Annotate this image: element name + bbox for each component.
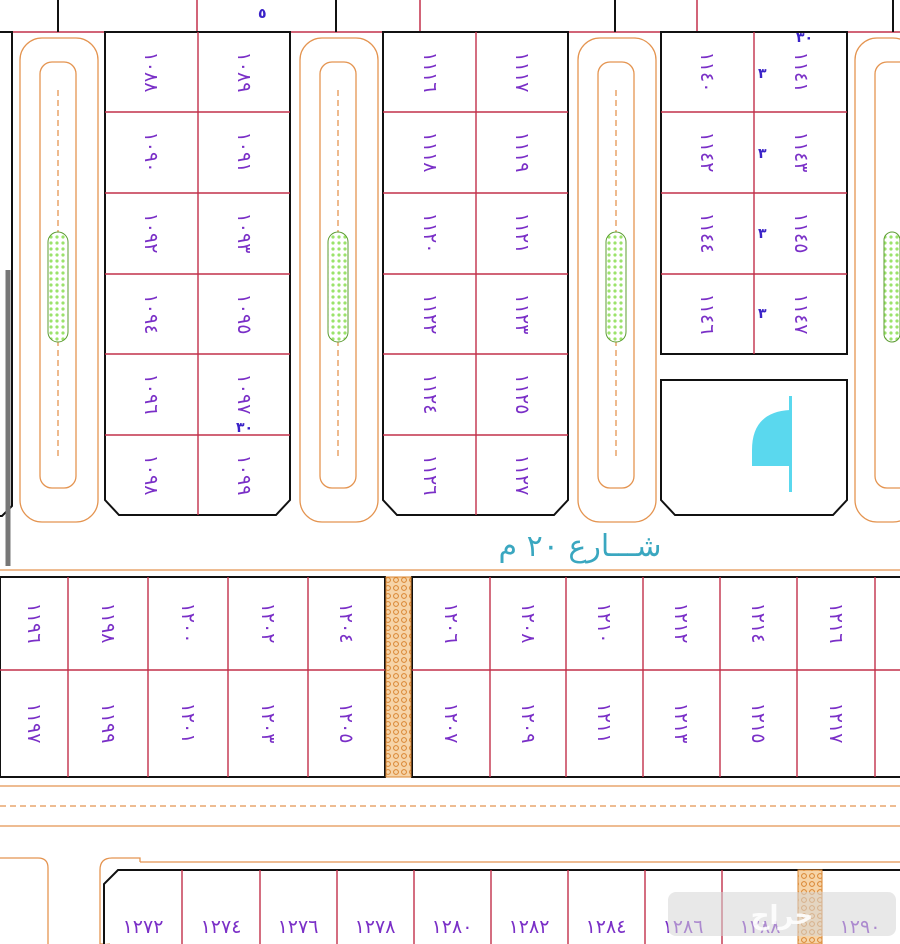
- plot-number: ١٢٨٢: [509, 916, 550, 938]
- plot-number: ١٢٨٠: [432, 916, 473, 938]
- park-3: [605, 231, 627, 343]
- plot-number: ١١٢٥: [511, 374, 533, 415]
- plot-number: ١٢١٧: [825, 703, 847, 744]
- plot-number: ١١٢١: [511, 213, 533, 254]
- plot-number: ١٢١١: [593, 703, 615, 744]
- plot-number: ١٠٩٠: [140, 132, 162, 173]
- plot-number: ١٠٩٢: [140, 213, 162, 254]
- plot-number: ١٢١٥: [747, 703, 769, 744]
- plot-number: ١٠٨٩: [233, 52, 255, 93]
- plot-number: ١٢٠٥: [335, 703, 357, 744]
- main-street: شـــارع ٢٠ م: [0, 529, 900, 571]
- plot-number: ١٢١٦: [825, 603, 847, 644]
- street-name: شـــارع ٢٠ م: [499, 529, 662, 564]
- plot-number: ١٢٠٧: [440, 703, 462, 744]
- walkway: [385, 576, 412, 778]
- block-b: ١١١٦ ١١١٨ ١١٢٠ ١١٢٢ ١١٢٤ ١١٢٦ ١١١٧ ١١١٩ ١١٢١ ١١٢…: [382, 31, 569, 516]
- plot-number: ١١٢٢: [419, 294, 441, 335]
- plot-number: ١٢١٢: [670, 603, 692, 644]
- plot-number: ١٢٧٢: [123, 916, 164, 938]
- plot-number: ١٢١٤: [747, 603, 769, 644]
- plot-number: ١٢٧٨: [355, 916, 396, 938]
- small-labels: ٣ ٣ ٣ ٣ ٣٠ ٣٠ ٥: [236, 6, 813, 436]
- plot-number: ١٠٩٣: [233, 213, 255, 254]
- plot-number: ١١١٩: [511, 132, 533, 173]
- park-1: [47, 231, 69, 343]
- plot-number: ١٠٩٤: [140, 294, 162, 335]
- plot-number: ١٢٠٣: [257, 703, 279, 744]
- plot-number: ١١٤٦: [696, 294, 718, 335]
- plot-number: ١١٢٤: [419, 374, 441, 415]
- top-strip: [0, 0, 900, 33]
- plot-number: ١٢٠٩: [517, 703, 539, 744]
- plot-number: ١٢٧٤: [201, 916, 242, 938]
- plot-number: ١١١٧: [511, 52, 533, 93]
- plot-number: ١١٤٥: [790, 213, 812, 254]
- plot-number: ١٠٩٨: [140, 455, 162, 496]
- plot-number: ١١٤٤: [696, 213, 718, 254]
- block-c: ١١٤٠ ١١٤٢ ١١٤٤ ١١٤٦ ١١٤١ ١١٤٣ ١١٤٥ ١١٤٧: [660, 31, 848, 355]
- plot-number: ١٢٨٤: [586, 916, 627, 938]
- plot-number: ١١٢٣: [511, 294, 533, 335]
- block-a: ١٠٨٨ ١٠٩٠ ١٠٩٢ ١٠٩٤ ١٠٩٦ ١٠٩٨ ١٠٨٩ ١٠٩١ ١٠٩٣ ١٠٩…: [104, 31, 291, 516]
- small-label: ٣٠: [236, 420, 253, 436]
- plot-number: ١١٩٩: [97, 703, 119, 744]
- park-2: [327, 231, 349, 343]
- plot-number: ١٢١٠: [593, 603, 615, 644]
- plot-number: ١٢٠٨: [517, 603, 539, 644]
- park-4: [883, 231, 900, 343]
- plot-number: ١٢٠١: [177, 703, 199, 744]
- mosque-icon: [722, 396, 792, 492]
- mosque-block: [660, 379, 848, 516]
- small-label: ٣: [758, 146, 767, 162]
- plot-number: ١٢٧٦: [278, 916, 319, 938]
- watermark: حراج: [668, 892, 896, 936]
- top-strip-border: [57, 0, 894, 32]
- plot-number: ١٢٠٢: [257, 603, 279, 644]
- plot-number: ١١٤٧: [790, 294, 812, 335]
- left-block: [0, 31, 13, 566]
- plot-number: ١٠٩١: [233, 132, 255, 173]
- small-label: ٣: [758, 226, 767, 242]
- plot-number: ١١٤١: [790, 52, 812, 93]
- plot-number: ١٢٠٠: [177, 603, 199, 644]
- small-label: ٣٠: [796, 30, 813, 46]
- plot-number: ١١٩٦: [23, 603, 45, 644]
- watermark-text: حراج: [751, 901, 814, 931]
- plot-number: ١١٢٦: [419, 455, 441, 496]
- plot-number: ١٠٩٩: [233, 455, 255, 496]
- plot-number: ١١٩٧: [23, 703, 45, 744]
- plot-number: ١١٢٧: [511, 455, 533, 496]
- plot-number: ١١٤٠: [696, 52, 718, 93]
- plot-number: ١٠٨٨: [140, 52, 162, 93]
- small-label: ٣: [758, 306, 767, 322]
- plot-number: ١٠٩٦: [140, 374, 162, 415]
- plot-number: ١١٤٢: [696, 132, 718, 173]
- plot-number: ١١١٦: [419, 52, 441, 93]
- small-label: ٥: [258, 6, 267, 22]
- plot-number: ١١٢٠: [419, 213, 441, 254]
- middle-strip: ١١٩٦ ١١٩٨ ١٢٠٠ ١٢٠٢ ١٢٠٤ ١٢٠٦ ١٢٠٨ ١٢١٠ ١٢١٢ ١٢١٤…: [0, 576, 900, 778]
- plot-number: ١٢١٣: [670, 703, 692, 744]
- plot-number: ١٢٠٦: [440, 603, 462, 644]
- plot-number: ١٢٠٤: [335, 603, 357, 644]
- plot-number: ١١١٨: [419, 132, 441, 173]
- plot-number: ١٠٩٧: [233, 374, 255, 415]
- plot-number: ١١٩٨: [97, 603, 119, 644]
- parks: [47, 231, 900, 343]
- secondary-road: [0, 785, 900, 944]
- plot-number: ١١٤٣: [790, 132, 812, 173]
- plot-number: ١٠٩٥: [233, 294, 255, 335]
- small-label: ٣: [758, 66, 767, 82]
